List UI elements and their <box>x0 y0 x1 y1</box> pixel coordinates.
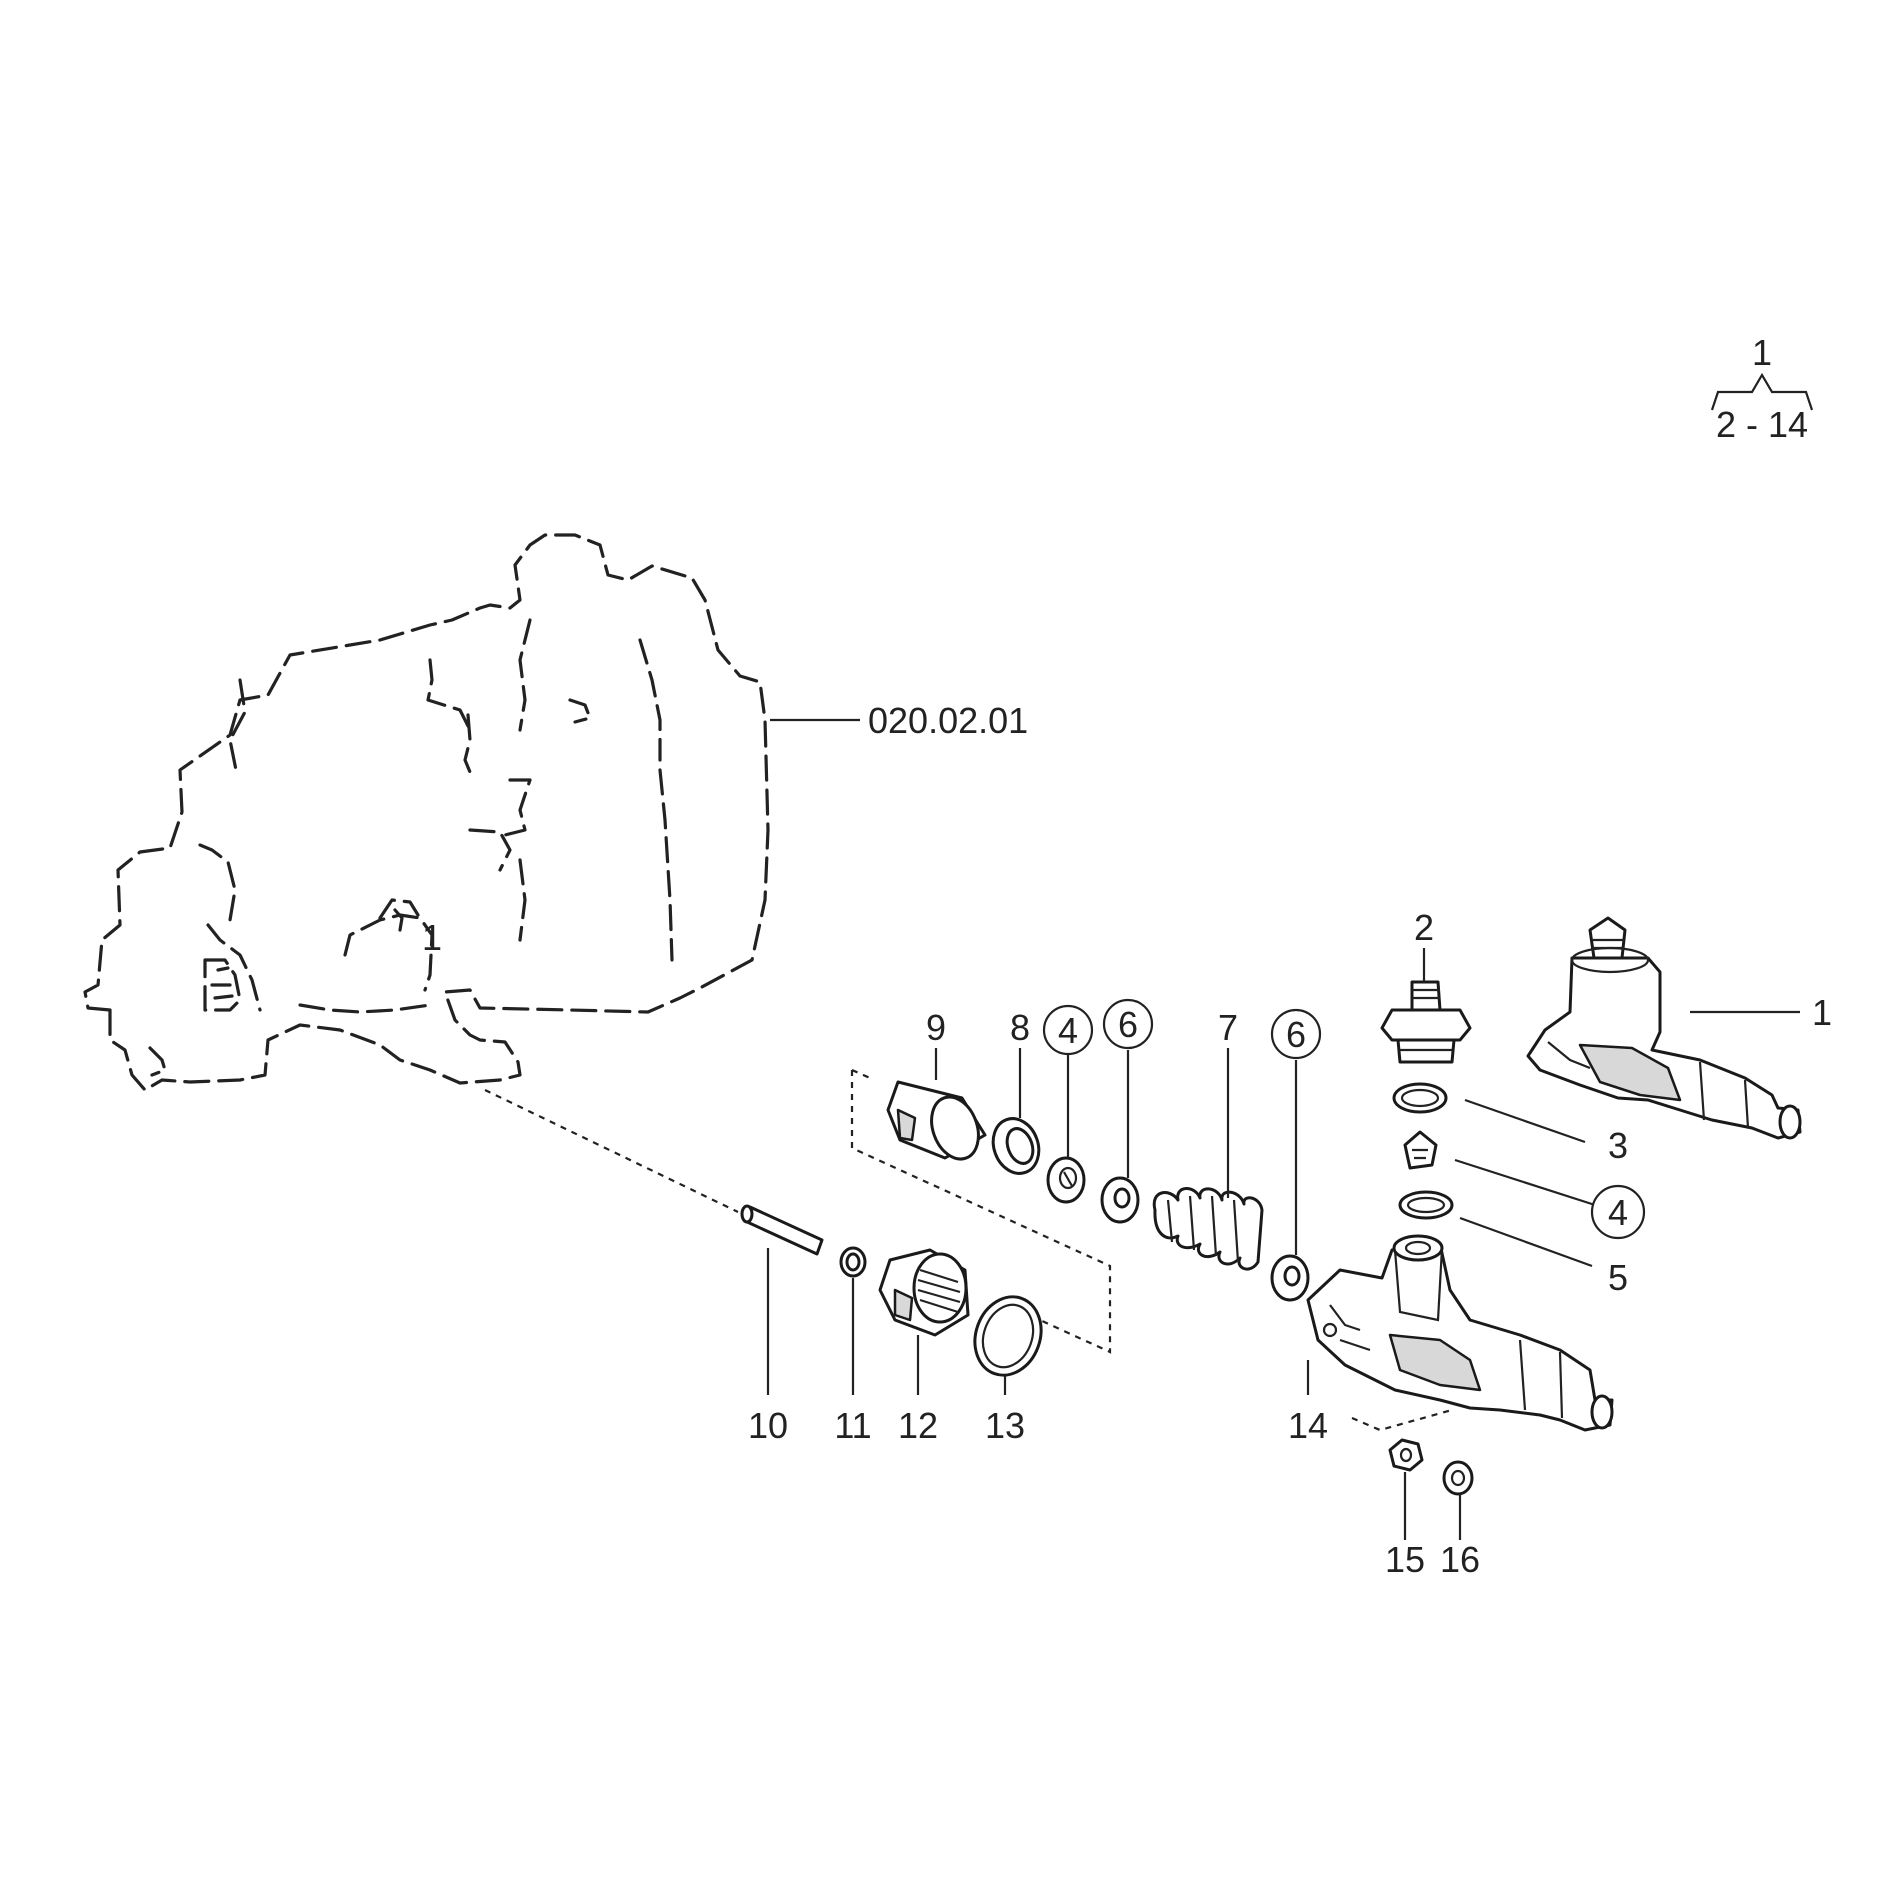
callout-12: 12 <box>898 1405 938 1446</box>
reference-label: 020.02.01 <box>868 700 1028 741</box>
callout-8: 8 <box>1010 1007 1030 1048</box>
callout-16: 16 <box>1440 1539 1480 1580</box>
callout-4-top: 4 <box>1058 1010 1078 1051</box>
part-9-sleeve <box>886 1080 987 1161</box>
part-2-fitting <box>1380 980 1472 1064</box>
callout-circle-4-right <box>1590 1184 1646 1240</box>
part-7-spring <box>1152 1187 1264 1271</box>
part-3-seal-ring <box>1392 1082 1448 1114</box>
part-15-nut <box>1388 1438 1424 1472</box>
callout-10: 10 <box>748 1405 788 1446</box>
part-6-washer-b <box>1270 1254 1310 1302</box>
callout-7: 7 <box>1218 1007 1238 1048</box>
callout-5: 5 <box>1608 1257 1628 1298</box>
callout-14: 14 <box>1288 1405 1328 1446</box>
callout-circle-4-top <box>1042 1004 1094 1056</box>
callout-6a: 6 <box>1118 1004 1138 1045</box>
callout-circle-6b <box>1270 1008 1322 1060</box>
legend-range: 2 - 14 <box>1716 404 1808 445</box>
part-5-o-ring <box>1398 1190 1454 1220</box>
part-4-valve <box>1046 1156 1086 1204</box>
part-16-washer <box>1442 1460 1474 1496</box>
part-4-valve-insert <box>1403 1130 1438 1170</box>
part-11-washer <box>839 1246 867 1278</box>
subassembly-bracket <box>850 1070 1112 1354</box>
legend-bracket: 1 2 - 14 <box>1710 332 1814 445</box>
part-1-assembly <box>1526 916 1802 1140</box>
part-10-pin <box>740 1204 824 1256</box>
fastener-dotted-line <box>1351 1408 1453 1432</box>
part-8-ring <box>991 1117 1041 1175</box>
callout-1-on-housing: 1 <box>422 917 442 958</box>
legend-top-number: 1 <box>1752 332 1772 373</box>
callout-15: 15 <box>1385 1539 1425 1580</box>
assembly-dotted-line <box>484 1089 739 1213</box>
callout-circle-6a <box>1102 998 1154 1050</box>
callout-13: 13 <box>985 1405 1025 1446</box>
callout-4-right: 4 <box>1608 1192 1628 1233</box>
callout-9: 9 <box>926 1007 946 1048</box>
callout-6b: 6 <box>1286 1014 1306 1055</box>
callout-1: 1 <box>1812 992 1832 1033</box>
part-14-housing <box>1306 1234 1614 1432</box>
part-13-o-ring <box>973 1295 1043 1377</box>
part-12-threaded-plug <box>878 1248 970 1337</box>
callout-2: 2 <box>1414 907 1434 948</box>
part-6-washer-a <box>1100 1176 1140 1224</box>
transmission-housing-outline <box>83 533 770 1092</box>
callout-3: 3 <box>1608 1125 1628 1166</box>
callout-11: 11 <box>834 1405 871 1446</box>
